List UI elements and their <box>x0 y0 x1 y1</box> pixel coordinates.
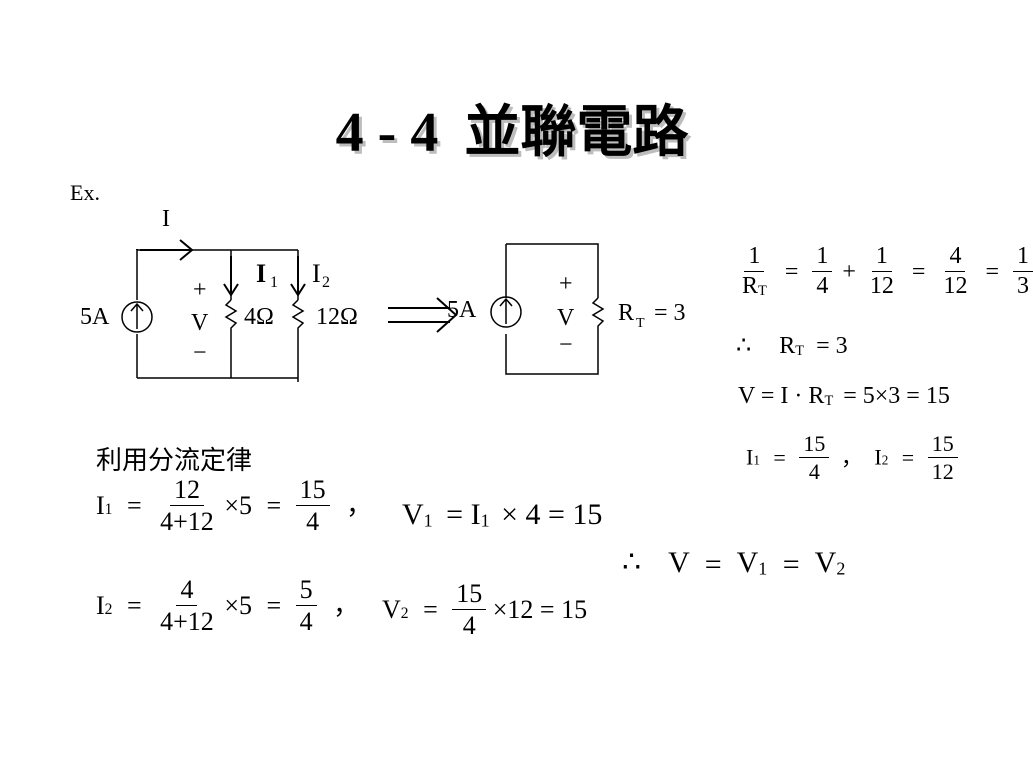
label-i2: I <box>312 259 321 288</box>
source2-arrow <box>499 297 513 324</box>
label-source2: 5A <box>447 297 477 323</box>
current-arrow-i1 <box>223 256 239 297</box>
current-arrow-i2 <box>290 256 306 297</box>
label-r2: 12Ω <box>316 304 358 330</box>
section-title: 並聯電路 <box>464 102 689 164</box>
section-number: 4 - 4 <box>335 102 439 164</box>
label-rt-sub: T <box>636 316 645 331</box>
equivalence-arrow <box>388 297 458 333</box>
equation-therefore-rt: ∴RT = 3 <box>736 333 848 360</box>
method-label: 利用分流定律 <box>96 446 253 476</box>
label-rt-value: = 3 <box>654 300 686 326</box>
label-plus1: + <box>193 277 207 303</box>
resistor-rt <box>591 297 605 334</box>
resistor-12ohm <box>291 299 305 334</box>
current-source-1 <box>121 301 153 333</box>
current-arrow-i <box>136 239 194 261</box>
label-rt: R <box>618 300 634 326</box>
label-plus2: + <box>559 271 573 297</box>
label-i1-sub: 1 <box>270 274 278 291</box>
label-r1: 4Ω <box>244 304 274 330</box>
label-i2-sub: 2 <box>322 274 330 291</box>
source1-arrow <box>130 302 144 329</box>
label-voltage1: V <box>191 310 209 336</box>
label-minus2: − <box>559 332 573 358</box>
resistor-4ohm <box>224 299 238 334</box>
label-voltage2: V <box>557 305 575 331</box>
circuit2-wire <box>505 243 599 375</box>
current-source-2 <box>490 296 522 328</box>
label-minus1: − <box>193 340 207 366</box>
label-source1: 5A <box>80 304 110 330</box>
equation-v1: V1 = I1 × 4 = 15 <box>402 498 603 531</box>
equation-conclusion: ∴ V = V1 = V2 <box>622 546 846 582</box>
label-i1: I <box>256 259 266 288</box>
equation-voltage: V = I · RT = 5×3 = 15 <box>738 383 950 410</box>
example-label: Ex. <box>70 180 100 205</box>
page-title: 4 - 4 並聯電路 <box>0 98 1024 168</box>
label-current-i: I <box>162 206 170 232</box>
